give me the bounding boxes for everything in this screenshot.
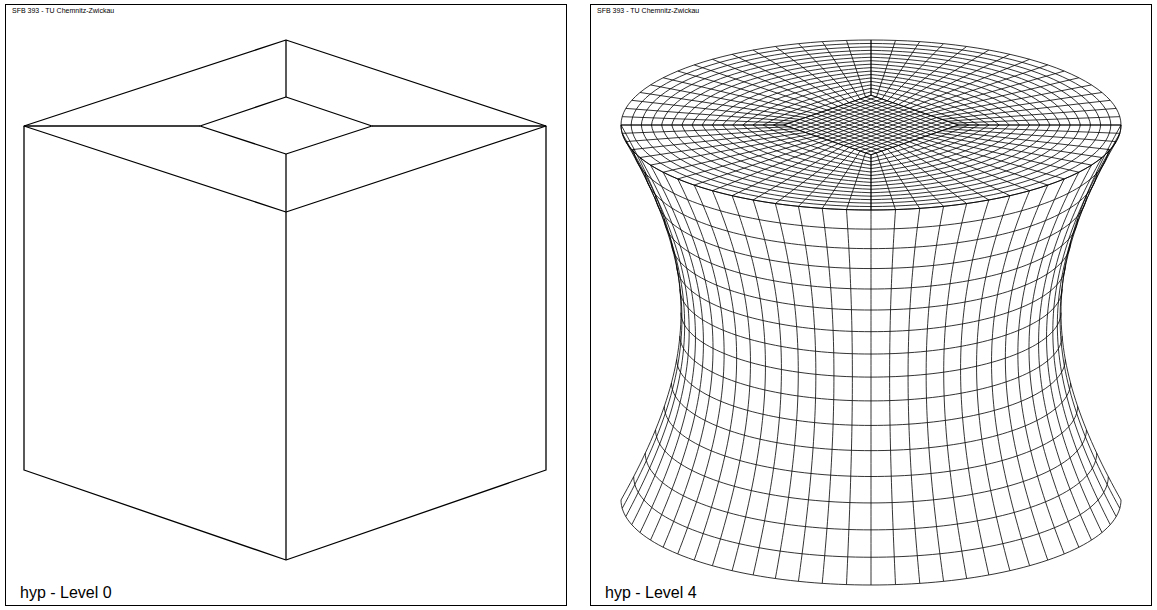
fine-mesh: [621, 40, 1121, 585]
mesh-line: [622, 133, 682, 508]
mesh-line: [621, 125, 681, 500]
mesh-line: [866, 123, 954, 153]
mesh-line: [680, 289, 1062, 354]
mesh-line: [798, 206, 815, 581]
mesh-line: [784, 125, 872, 155]
mesh-line: [827, 110, 915, 140]
watermark: SFB 393 - TU Chemnitz-Zwickau: [595, 7, 701, 15]
mesh-line: [1060, 133, 1120, 508]
mesh-line: [677, 359, 1066, 425]
mesh-line: [838, 114, 926, 144]
mesh-line: [732, 196, 765, 571]
mesh-line: [849, 118, 937, 148]
mesh-edge: [285, 154, 286, 212]
mesh-line: [664, 406, 1077, 476]
mesh-line: [811, 116, 899, 146]
mesh-line: [680, 336, 1062, 401]
mesh-line: [1039, 165, 1092, 540]
mesh-line: [1029, 172, 1079, 547]
mesh-line: [634, 148, 1109, 229]
mesh-line: [663, 172, 713, 547]
mesh-line: [890, 210, 896, 585]
mesh-line: [822, 112, 910, 142]
mesh-line: [656, 430, 1087, 503]
mesh-line: [634, 477, 1109, 558]
mesh-line: [871, 210, 872, 585]
inner-square: [200, 97, 372, 154]
mesh-line: [645, 172, 1096, 249]
mesh-line: [645, 453, 1096, 530]
mesh-line: [977, 196, 1010, 571]
mesh-line: [651, 165, 704, 540]
mesh-line: [753, 200, 781, 575]
mesh-line: [632, 150, 689, 525]
mesh-line: [789, 123, 877, 153]
mesh-line: [860, 121, 948, 151]
mesh-line: [671, 242, 1070, 310]
mesh-line: [681, 313, 1061, 378]
mesh-line: [844, 116, 932, 146]
mesh-line: [1047, 158, 1102, 533]
mesh-line: [794, 121, 882, 151]
mesh-line: [827, 110, 915, 140]
mesh-line: [1018, 179, 1064, 554]
panel-frame: [6, 5, 567, 606]
mesh-line: [833, 112, 921, 142]
mesh-line: [664, 219, 1077, 289]
mesh-line: [961, 200, 989, 575]
mesh-line: [678, 179, 724, 554]
panel-caption: hyp - Level 4: [603, 584, 699, 602]
mesh-line: [846, 210, 852, 585]
mesh-edge: [285, 212, 286, 560]
mesh-line: [656, 195, 1087, 268]
panel-caption: hyp - Level 0: [18, 584, 114, 602]
panel-frame: [591, 5, 1152, 606]
mesh-line: [1061, 125, 1121, 500]
mesh-line: [800, 119, 888, 149]
mesh-line: [621, 500, 1121, 585]
mesh-line: [871, 125, 959, 155]
mesh-line: [621, 125, 1121, 210]
top-outline: [24, 40, 546, 212]
mesh-line: [944, 204, 967, 579]
coarse-mesh: [24, 40, 546, 560]
mesh-edge: [285, 40, 286, 97]
mesh-line: [926, 206, 943, 581]
mesh-line: [671, 383, 1070, 451]
mesh-line: [822, 208, 834, 583]
mesh-line: [908, 208, 920, 583]
mesh-line: [677, 266, 1066, 332]
mesh-line: [775, 204, 798, 579]
mesh-edge: [372, 125, 546, 126]
mesh-line: [816, 114, 904, 144]
mesh-line: [640, 158, 695, 533]
mesh-edge: [24, 125, 200, 126]
watermark: SFB 393 - TU Chemnitz-Zwickau: [10, 7, 116, 15]
side-outline: [24, 126, 546, 560]
mesh-line: [805, 118, 893, 148]
mesh-line: [1053, 150, 1110, 525]
mesh-line: [855, 119, 943, 149]
